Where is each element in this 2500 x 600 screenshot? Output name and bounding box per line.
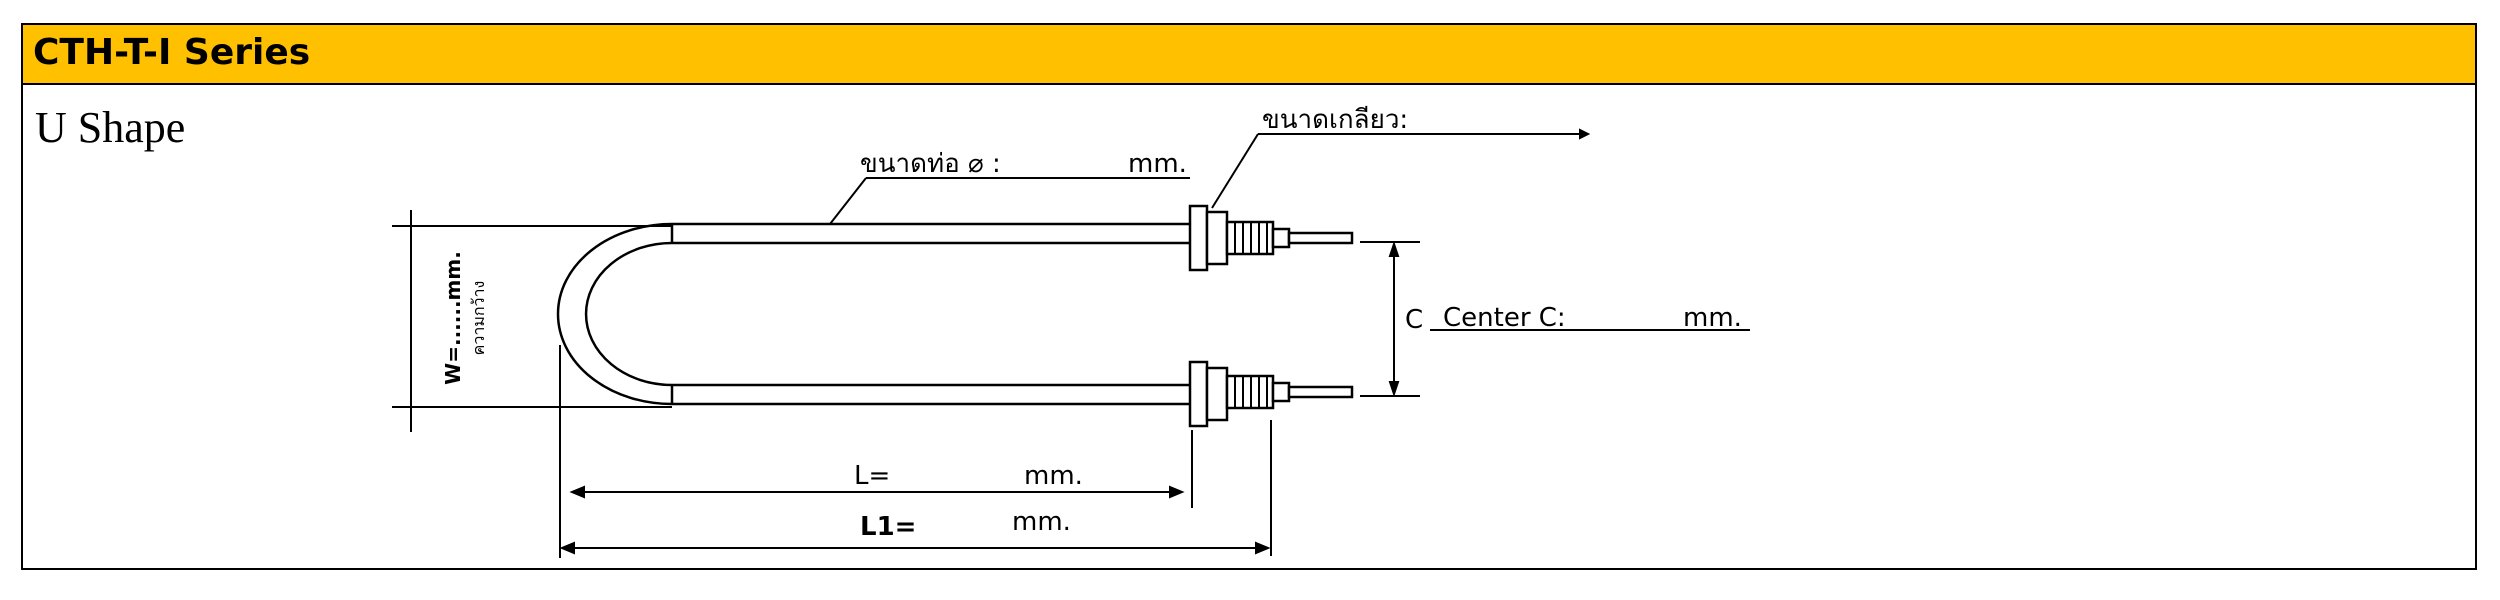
width-dimension bbox=[392, 210, 672, 432]
tube-size-unit: mm. bbox=[1128, 149, 1187, 179]
thread-size-label: ขนาดเกลียว: bbox=[1262, 105, 1408, 135]
center-unit: mm. bbox=[1683, 303, 1742, 333]
width-value-label: W=......mm. bbox=[441, 251, 465, 385]
series-title: CTH-T-I Series bbox=[33, 32, 311, 73]
total-length-unit: mm. bbox=[1012, 507, 1071, 537]
pin-collar-bottom bbox=[1271, 381, 1291, 403]
thread-size-leader bbox=[1211, 128, 1591, 209]
pin-collar-top bbox=[1271, 227, 1291, 249]
tube-size-leader bbox=[829, 177, 1190, 225]
u-tube-outer bbox=[556, 222, 1190, 406]
u-tube-inner bbox=[584, 241, 1190, 387]
total-length-label: L1= bbox=[860, 512, 916, 542]
nut-top-1 bbox=[1188, 204, 1209, 272]
pin-bottom bbox=[1287, 385, 1354, 399]
u-tube bbox=[556, 222, 1190, 406]
length-label: L= bbox=[854, 461, 890, 491]
length-unit: mm. bbox=[1024, 461, 1083, 491]
spec-frame: CTH-T-I Series bbox=[21, 23, 2477, 570]
terminal-bottom bbox=[1188, 360, 1354, 428]
tube-size-label: ขนาดท่อ ⌀ : bbox=[860, 149, 1001, 179]
nut-top-2 bbox=[1205, 210, 1229, 266]
center-dimension bbox=[1360, 240, 1750, 398]
center-letter: C bbox=[1405, 305, 1423, 335]
title-bar: CTH-T-I Series bbox=[23, 25, 2475, 85]
pin-top bbox=[1287, 231, 1354, 245]
length-dimensions bbox=[559, 345, 1272, 558]
terminal-top bbox=[1188, 204, 1354, 272]
width-thai-label: ความกว้าง bbox=[469, 281, 488, 356]
center-label: Center C: bbox=[1443, 303, 1566, 333]
shape-label: U Shape bbox=[35, 103, 186, 152]
nut-bottom-1 bbox=[1188, 360, 1209, 428]
nut-bottom-2 bbox=[1205, 366, 1229, 422]
